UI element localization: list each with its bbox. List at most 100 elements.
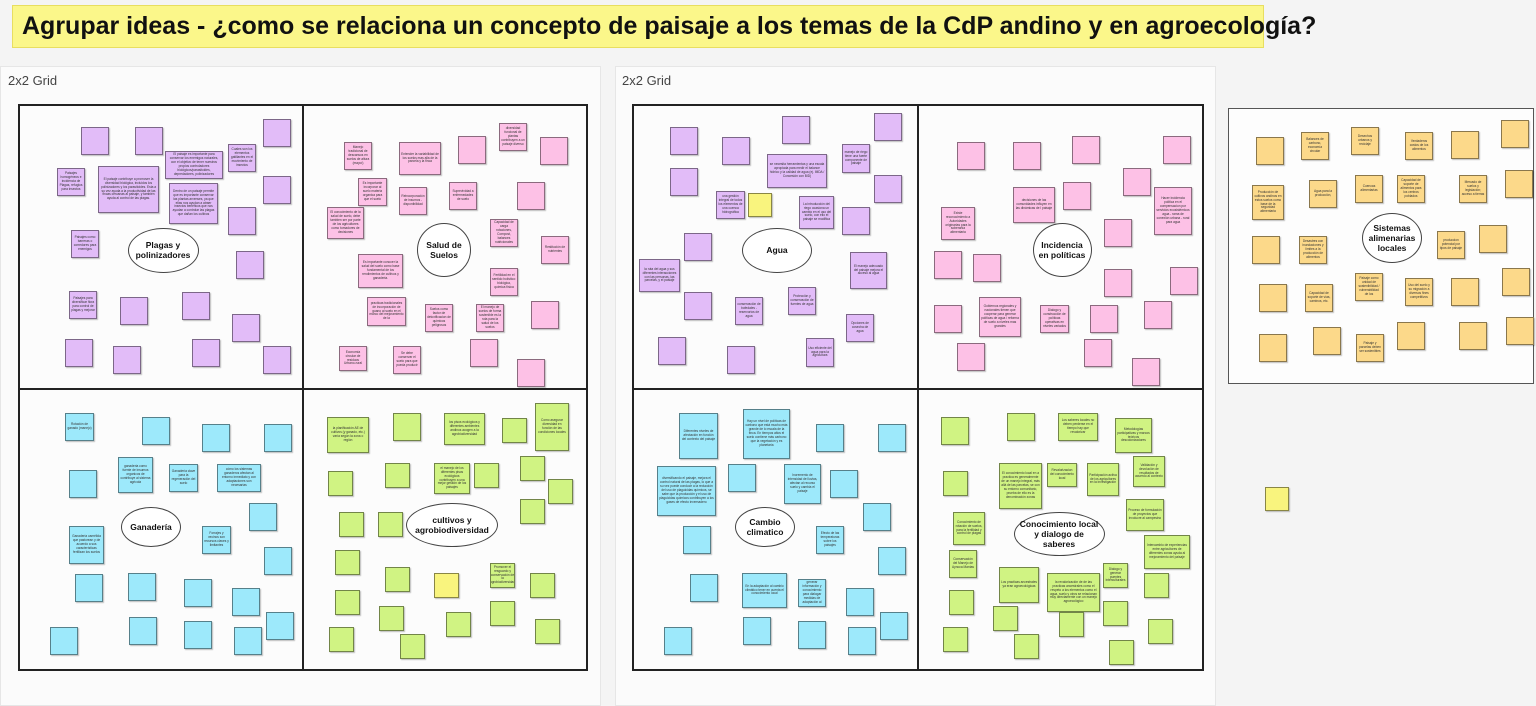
sticky-note-saberes[interactable]: El conocimiento local en a practica es g… bbox=[999, 463, 1042, 509]
sticky-note-cultivos[interactable]: la planificación AE de cultivos (y ganad… bbox=[327, 417, 369, 453]
sticky-note-suelos[interactable]: Reincorporación de insumos - disponibili… bbox=[399, 187, 427, 215]
empty-sticky-note[interactable] bbox=[1123, 168, 1151, 196]
sticky-note-sistemas[interactable]: Paisaje como unidad de sostenibilidad / … bbox=[1355, 273, 1383, 301]
empty-sticky-note[interactable] bbox=[393, 413, 421, 441]
topic-plagas[interactable]: Plagas y polinizadores bbox=[127, 227, 199, 273]
sticky-note-sistemas[interactable]: Producción de cultivos andinos en estos … bbox=[1252, 185, 1284, 220]
empty-sticky-note[interactable] bbox=[748, 193, 772, 217]
empty-sticky-note[interactable] bbox=[1104, 219, 1132, 247]
empty-sticky-note[interactable] bbox=[328, 471, 353, 496]
empty-sticky-note[interactable] bbox=[264, 547, 292, 575]
sticky-note-suelos[interactable]: Manejo tradicional de descansos en suelo… bbox=[344, 142, 372, 170]
sticky-note-suelos[interactable]: Economía circular de residuos Urbano-rur… bbox=[339, 346, 367, 371]
empty-sticky-note[interactable] bbox=[236, 251, 264, 279]
sticky-note-ganaderia[interactable]: Ganadería camélida que pastorean y de ac… bbox=[69, 526, 104, 564]
sticky-note-sistemas[interactable]: Capacidad de soporte de vías, caminos, e… bbox=[1305, 284, 1333, 312]
frame-2-label[interactable]: 2x2 Grid bbox=[622, 73, 672, 88]
empty-sticky-note[interactable] bbox=[128, 573, 156, 601]
topic-politicas[interactable]: Incidencia en políticas bbox=[1032, 223, 1092, 277]
empty-sticky-note[interactable] bbox=[1132, 358, 1160, 386]
empty-sticky-note[interactable] bbox=[684, 233, 712, 261]
sticky-note-sistemas[interactable]: Agua para la producción, bbox=[1309, 180, 1337, 208]
sticky-note-plagas[interactable]: Cuales son los elementos gatillantes en … bbox=[228, 144, 256, 172]
empty-sticky-note[interactable] bbox=[530, 573, 555, 598]
empty-sticky-note[interactable] bbox=[192, 339, 220, 367]
sticky-note-suelos[interactable]: Suprevividad a enfermedades de suelo bbox=[449, 182, 477, 210]
sticky-note-cultivos[interactable]: Promover el resguardo y conservación de … bbox=[490, 563, 515, 588]
empty-sticky-note[interactable] bbox=[727, 346, 755, 374]
topic-sistemas[interactable]: Sistemas alimenarias locales bbox=[1362, 213, 1422, 263]
empty-sticky-note[interactable] bbox=[202, 424, 230, 452]
empty-sticky-note[interactable] bbox=[50, 627, 78, 655]
empty-sticky-note[interactable] bbox=[520, 456, 545, 481]
sticky-note-clima[interactable]: Diferentes niveles de afectación en func… bbox=[679, 413, 718, 459]
empty-sticky-note[interactable] bbox=[1502, 268, 1530, 296]
empty-sticky-note[interactable] bbox=[664, 627, 692, 655]
sticky-note-agua[interactable]: una gestión integral de todos los elemen… bbox=[716, 191, 745, 219]
sticky-note-ganaderia[interactable]: cómo los sistemas ganaderos afectan al e… bbox=[217, 464, 261, 492]
empty-sticky-note[interactable] bbox=[670, 168, 698, 196]
topic-agua[interactable]: Agua bbox=[742, 227, 812, 273]
empty-sticky-note[interactable] bbox=[1148, 619, 1173, 644]
sticky-note-suelos[interactable]: diversidad funcional de plantas contribu… bbox=[499, 123, 527, 151]
sticky-note-agua[interactable]: la ruta del agua y sus diferentes intera… bbox=[639, 259, 680, 292]
empty-sticky-note[interactable] bbox=[743, 617, 771, 645]
empty-sticky-note[interactable] bbox=[184, 579, 212, 607]
empty-sticky-note[interactable] bbox=[474, 463, 499, 488]
empty-sticky-note[interactable] bbox=[182, 292, 210, 320]
empty-sticky-note[interactable] bbox=[490, 601, 515, 626]
sticky-note-plagas[interactable]: El paisaje es importante para conservar … bbox=[165, 151, 223, 179]
empty-sticky-note[interactable] bbox=[1451, 131, 1479, 159]
empty-sticky-note[interactable] bbox=[1256, 137, 1284, 165]
sticky-note-agua[interactable]: Opciones de cosecha de agua bbox=[846, 314, 874, 342]
empty-sticky-note[interactable] bbox=[502, 418, 527, 443]
sticky-note-suelos[interactable]: Restitución de nutrientes bbox=[541, 236, 569, 264]
empty-sticky-note[interactable] bbox=[1163, 136, 1191, 164]
sticky-note-agua[interactable]: conservación de bofedales - reservorios … bbox=[735, 297, 763, 325]
sticky-note-saberes[interactable]: Validación y devolución de resultados de… bbox=[1133, 456, 1165, 487]
empty-sticky-note[interactable] bbox=[658, 337, 686, 365]
empty-sticky-note[interactable] bbox=[1084, 339, 1112, 367]
sticky-note-agua[interactable]: La introducción del riego ocasiona un ca… bbox=[799, 196, 834, 229]
empty-sticky-note[interactable] bbox=[816, 424, 844, 452]
empty-sticky-note[interactable] bbox=[228, 207, 256, 235]
sticky-note-sistemas[interactable]: Capacidad de soporte de alimentos para l… bbox=[1397, 175, 1425, 203]
frame-1-label[interactable]: 2x2 Grid bbox=[8, 73, 58, 88]
sticky-note-ganaderia[interactable]: Ganadería clave para la regeneración del… bbox=[169, 464, 198, 492]
empty-sticky-note[interactable] bbox=[1501, 120, 1529, 148]
sticky-note-sistemas[interactable]: Desechos urbanos y reciclaje bbox=[1351, 127, 1379, 155]
empty-sticky-note[interactable] bbox=[722, 137, 750, 165]
empty-sticky-note[interactable] bbox=[69, 470, 97, 498]
empty-sticky-note[interactable] bbox=[1014, 634, 1039, 659]
empty-sticky-note[interactable] bbox=[830, 470, 858, 498]
empty-sticky-note[interactable] bbox=[1144, 573, 1169, 598]
empty-sticky-note[interactable] bbox=[670, 127, 698, 155]
sticky-note-cultivos[interactable]: Como asegurar diversidad en función de l… bbox=[535, 403, 569, 451]
empty-sticky-note[interactable] bbox=[842, 207, 870, 235]
sticky-note-politicas[interactable]: decisiones de las comunidades influyen e… bbox=[1013, 187, 1055, 223]
empty-sticky-note[interactable] bbox=[863, 503, 891, 531]
empty-sticky-note[interactable] bbox=[400, 634, 425, 659]
empty-sticky-note[interactable] bbox=[941, 417, 969, 445]
empty-sticky-note[interactable] bbox=[379, 606, 404, 631]
sticky-note-saberes[interactable]: Proceso de formulación de proyectos que … bbox=[1126, 499, 1164, 531]
empty-sticky-note[interactable] bbox=[1090, 305, 1118, 333]
sticky-note-saberes[interactable]: Revalorizacion del conocimiento local bbox=[1047, 463, 1077, 487]
sticky-note-politicas[interactable]: Existe reconocimiento a Autoridades orig… bbox=[941, 207, 975, 240]
sticky-note-clima[interactable]: diversificando el paisaje, mejora el con… bbox=[657, 466, 716, 516]
sticky-note-plagas[interactable]: Paisajes homogéneos e incidencia de Plag… bbox=[57, 168, 85, 196]
sticky-note-sistemas[interactable]: Paisaje y parcelas deben ser sostenibles bbox=[1356, 334, 1384, 362]
empty-sticky-note[interactable] bbox=[184, 621, 212, 649]
empty-sticky-note[interactable] bbox=[329, 627, 354, 652]
sticky-note-saberes[interactable]: Participación activa de los agricultores… bbox=[1087, 463, 1119, 496]
empty-sticky-note[interactable] bbox=[1479, 225, 1507, 253]
sticky-note-agua[interactable]: Protección y conservación de fuentes de … bbox=[788, 287, 816, 315]
empty-sticky-note[interactable] bbox=[535, 619, 560, 644]
sticky-note-agua[interactable]: se necesita herramientas y una escala ap… bbox=[767, 154, 827, 188]
sticky-note-plagas[interactable]: Paisajes para diversificar flora para co… bbox=[69, 291, 97, 319]
empty-sticky-note[interactable] bbox=[782, 116, 810, 144]
sticky-note-sistemas[interactable]: Uso del suelo y su migración a diversos … bbox=[1405, 278, 1433, 306]
empty-sticky-note[interactable] bbox=[385, 463, 410, 488]
sticky-note-agua[interactable]: manejo de riego tiene una fuerte compone… bbox=[842, 144, 870, 173]
empty-sticky-note[interactable] bbox=[798, 621, 826, 649]
